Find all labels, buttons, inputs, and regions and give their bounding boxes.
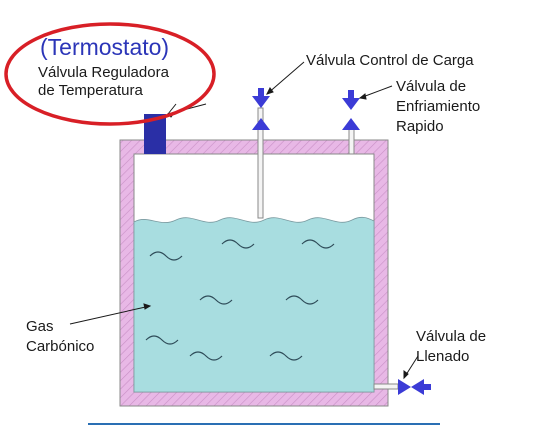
cooling-valve-icon [342, 90, 360, 130]
fill-valve-label-line1: Válvula de [416, 328, 487, 345]
gas-label-line2: Carbónico [26, 338, 95, 355]
gas-label-line1: Gas [26, 318, 54, 335]
liquid [133, 216, 375, 393]
fill-valve-icon [398, 379, 431, 395]
leader-arrows [69, 61, 419, 380]
fill-valve-pipe [373, 383, 399, 390]
thermostat-label-line2: de Temperatura [38, 82, 143, 99]
cooling-valve-label-line3: Rapido [396, 118, 444, 135]
cooling-valve-label-line1: Válvula de [396, 78, 467, 95]
thermostat-title: (Termostato) [40, 34, 170, 60]
cooling-valve-pipe [348, 125, 355, 155]
fill-valve-label-line2: Llenado [416, 348, 470, 365]
load-valve-pipe [257, 107, 264, 219]
temperature-regulator-block [144, 114, 166, 154]
load-control-valve-icon [252, 88, 270, 130]
liquid-ripples [145, 239, 335, 361]
load-valve-label: Válvula Control de Carga [306, 52, 474, 69]
highlight-ellipse [4, 22, 216, 126]
cooling-valve-label-line2: Enfriamiento [396, 98, 481, 115]
thermostat-label-line1: Válvula Reguladora [38, 64, 169, 81]
